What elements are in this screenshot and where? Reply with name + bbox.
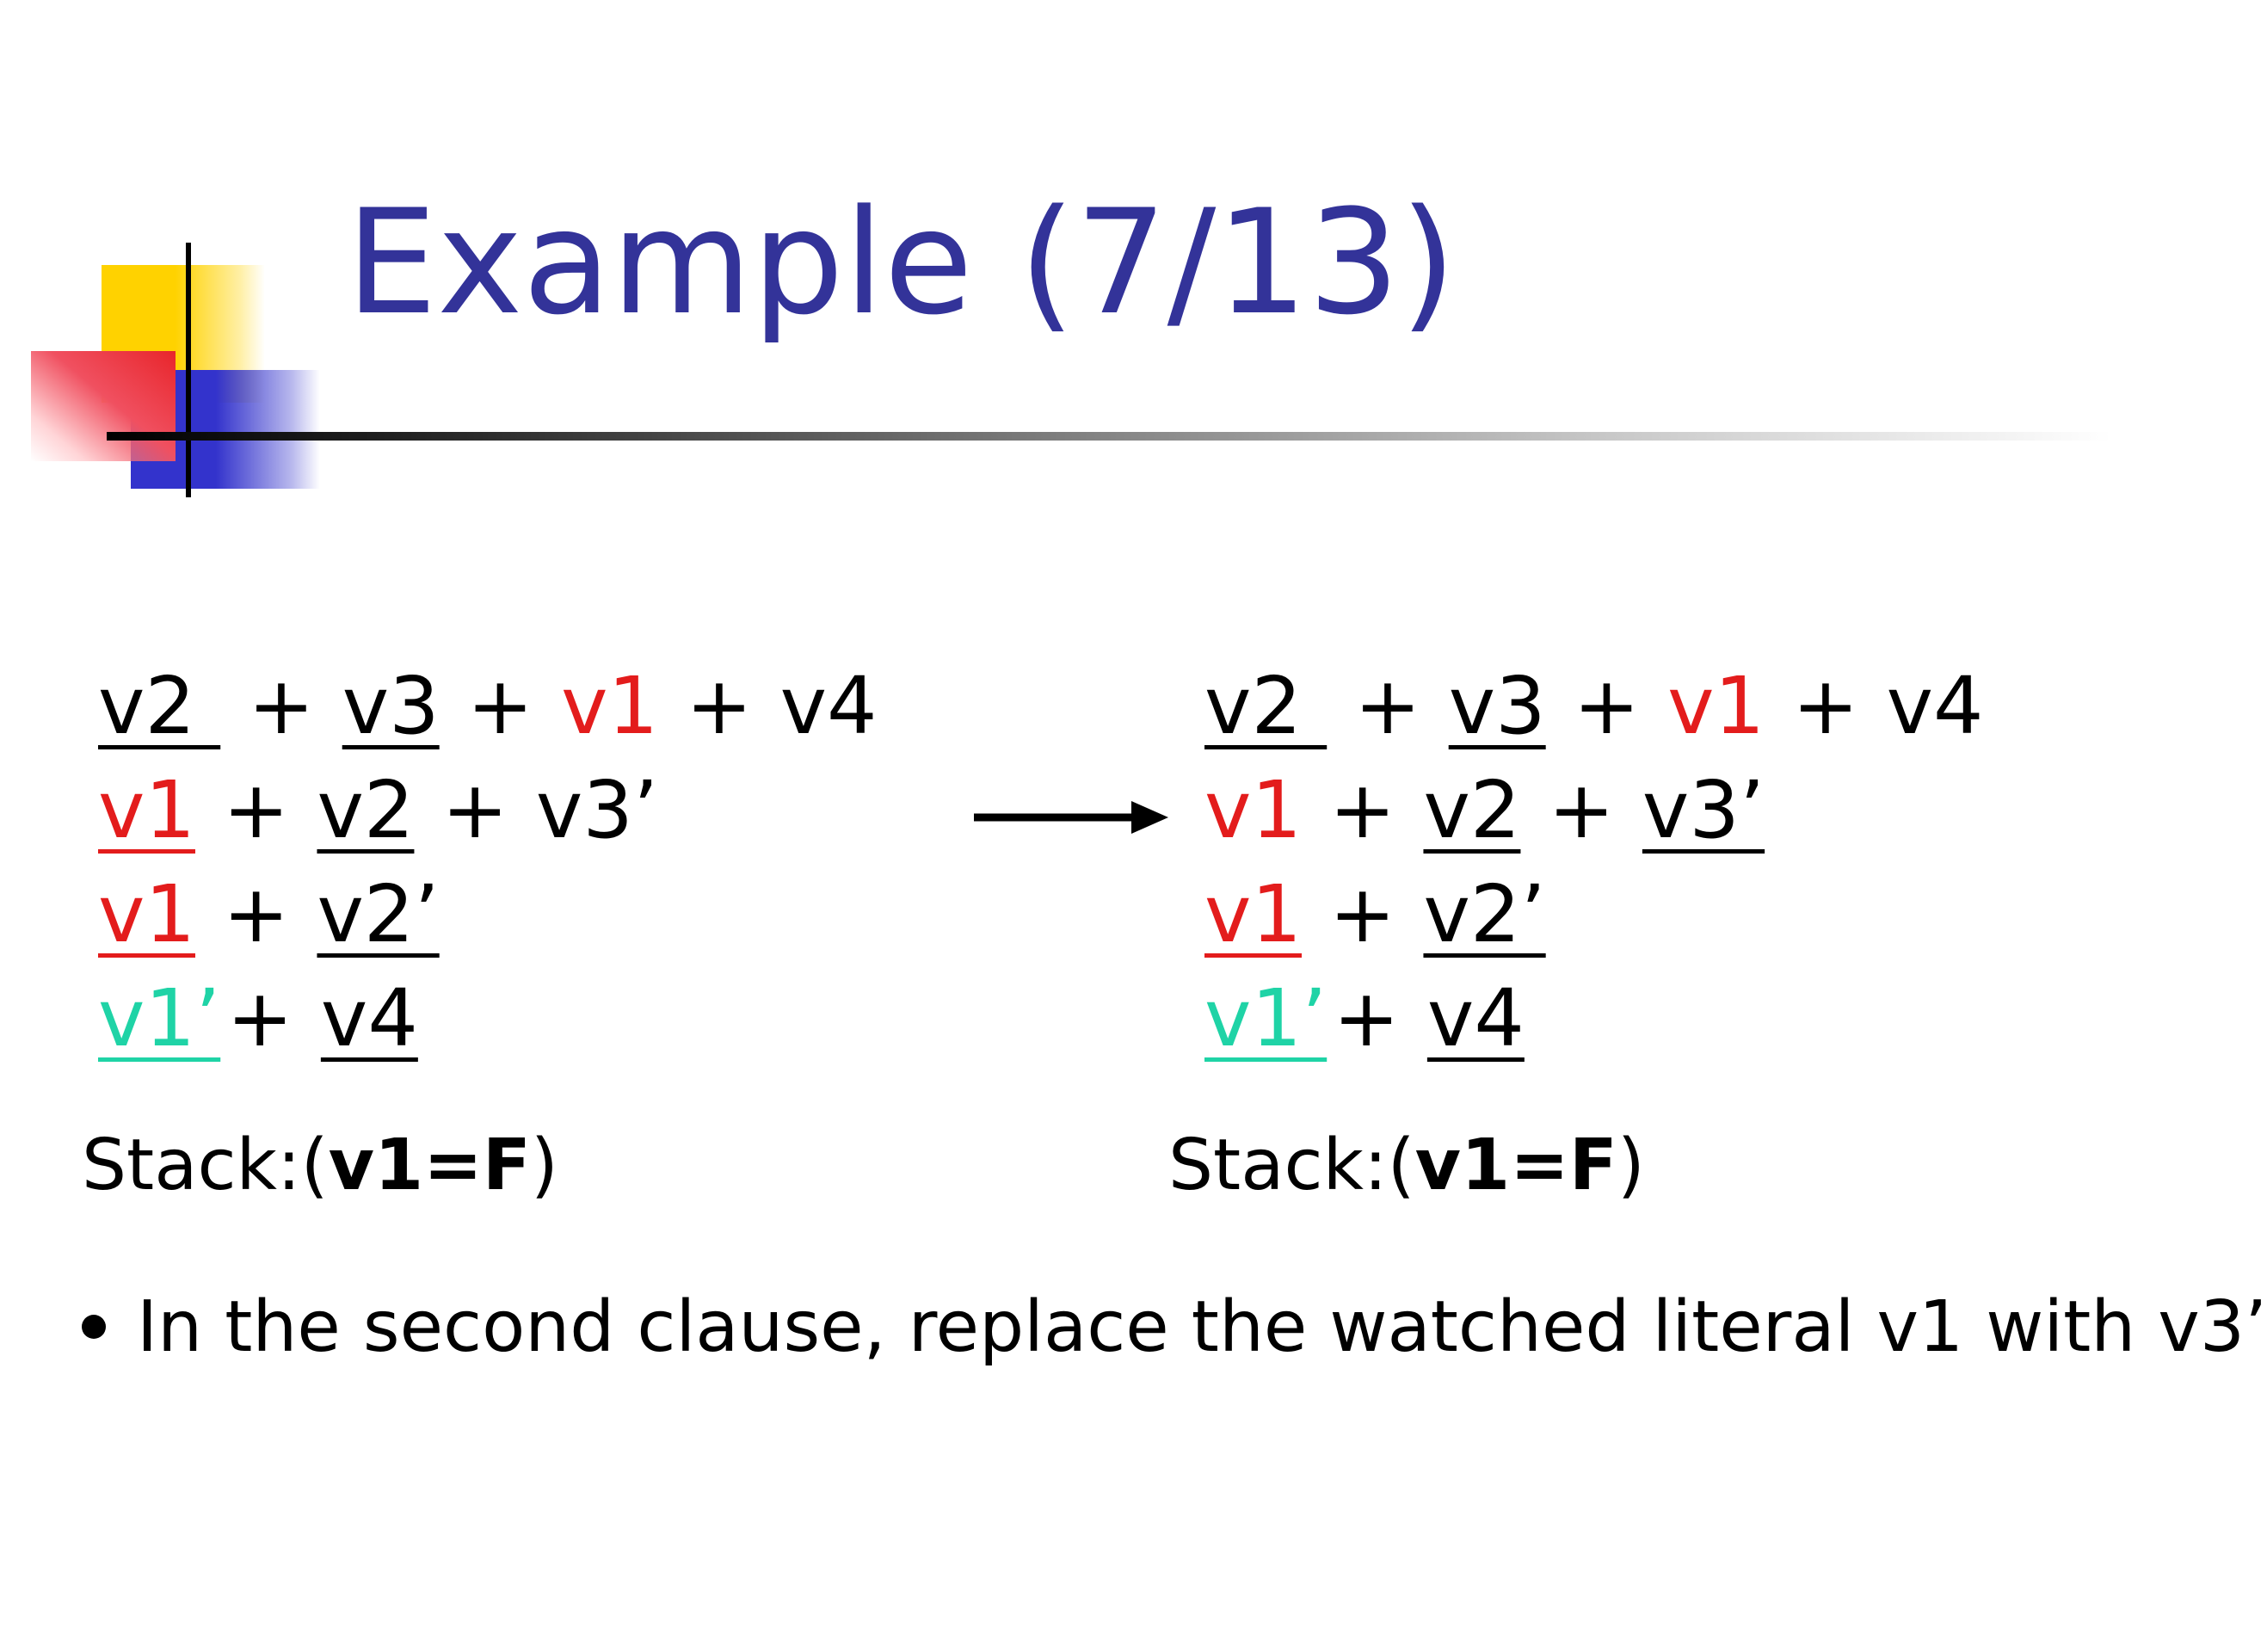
- operator-plus: +: [441, 764, 508, 856]
- watched-literal: v4: [1426, 972, 1525, 1064]
- logo-vertical-line: [186, 243, 191, 497]
- watched-literal: v2’: [1423, 868, 1546, 960]
- literal: v1: [561, 660, 659, 752]
- watched-literal: v1: [98, 868, 195, 960]
- operator-plus: +: [223, 868, 290, 960]
- watched-literal: v3’: [1642, 764, 1765, 856]
- watched-literal: v4: [320, 972, 418, 1064]
- clause-3: v1 + v2’: [1204, 862, 1984, 966]
- clause-1: v2 + v3 + v1 + v4: [98, 654, 878, 758]
- stack-assignment: v1=F: [1414, 1125, 1617, 1206]
- stack-assignment: v1=F: [328, 1125, 531, 1206]
- operator-plus: +: [466, 660, 533, 752]
- logo-red-square: [31, 351, 176, 461]
- literal: v1: [1204, 764, 1302, 856]
- operator-plus: +: [1329, 868, 1396, 960]
- operator-plus: +: [1792, 660, 1859, 752]
- right-arrow-icon: [974, 801, 1168, 834]
- watched-literal: v2: [98, 660, 221, 752]
- watched-literal: v1’: [1204, 972, 1328, 1064]
- bullet-item: In the second clause, replace the watche…: [82, 1280, 2267, 1375]
- operator-plus: +: [1333, 972, 1400, 1064]
- stack-suffix: ): [530, 1125, 558, 1206]
- stack-prefix: Stack:(: [1168, 1125, 1415, 1206]
- literal: v1: [1667, 660, 1765, 752]
- operator-plus: +: [1573, 660, 1640, 752]
- watched-literal: v2: [1423, 764, 1521, 856]
- watched-literal: v2: [317, 764, 415, 856]
- literal: v4: [1886, 660, 1984, 752]
- operator-plus: +: [248, 660, 315, 752]
- watched-literal: v3: [1448, 660, 1546, 752]
- clause-3: v1 + v2’: [98, 862, 878, 966]
- operator-plus: +: [1548, 764, 1615, 856]
- operator-plus: +: [686, 660, 753, 752]
- operator-plus: +: [1329, 764, 1396, 856]
- operator-plus: +: [223, 764, 290, 856]
- watched-literal: v3: [342, 660, 440, 752]
- title-underline-rule: [107, 432, 2111, 441]
- stack-suffix: ): [1617, 1125, 1645, 1206]
- clause-2: v1 + v2 + v3’: [98, 758, 878, 862]
- clause-4: v1’+ v4: [1204, 966, 1984, 1070]
- bullet-dot: [82, 1314, 106, 1339]
- operator-plus: +: [226, 972, 293, 1064]
- literal: v4: [779, 660, 878, 752]
- watched-literal: v1: [1204, 868, 1302, 960]
- clause-2: v1 + v2 + v3’: [1204, 758, 1984, 862]
- watched-literal: v2’: [317, 868, 440, 960]
- stack-before: Stack:(v1=F): [82, 1123, 558, 1209]
- stack-after: Stack:(v1=F): [1168, 1123, 1645, 1209]
- slide-logo: [0, 0, 2202, 533]
- stack-prefix: Stack:(: [82, 1125, 329, 1206]
- clause-4: v1’+ v4: [98, 966, 878, 1070]
- slide-title: Example (7/13): [346, 178, 1457, 347]
- bullet-text: In the second clause, replace the watche…: [137, 1286, 2267, 1368]
- watched-literal: v1’: [98, 972, 221, 1064]
- literal: v3’: [535, 764, 659, 856]
- watched-literal: v1: [98, 764, 195, 856]
- operator-plus: +: [1354, 660, 1421, 752]
- clause-1: v2 + v3 + v1 + v4: [1204, 654, 1984, 758]
- watched-literal: v2: [1204, 660, 1328, 752]
